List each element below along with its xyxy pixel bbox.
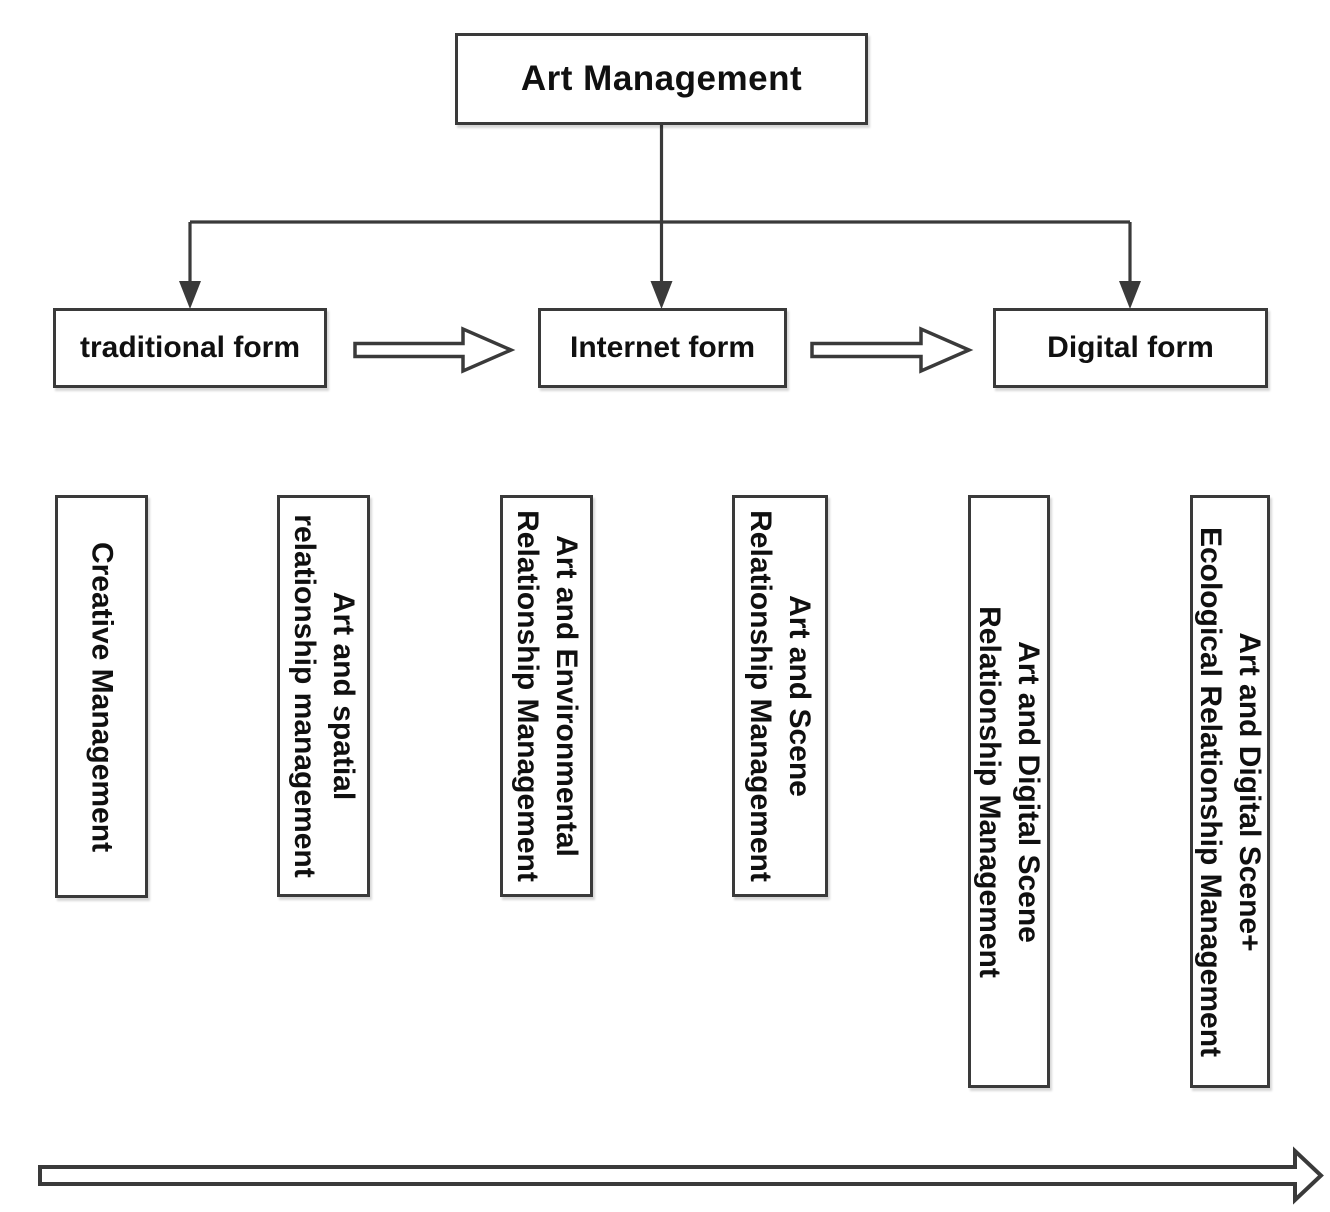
branch-line: Art and spatial xyxy=(326,591,360,801)
down-arrow-left xyxy=(179,222,201,309)
stage-box-internet-form: Internet form xyxy=(538,308,787,388)
branch-text: Art and spatial relationship management xyxy=(285,514,363,877)
branch-line: Art and Digital Scene+ xyxy=(1233,631,1266,952)
branch-box-creative-management: Creative Management xyxy=(55,495,148,898)
branch-line: Relationship Management xyxy=(744,510,777,882)
down-arrow-middle xyxy=(650,222,673,309)
branch-line: Relationship Management xyxy=(510,510,544,882)
branch-text: Art and Digital Scene+ Ecological Relati… xyxy=(1191,526,1269,1056)
branch-line: Ecological Relationship Management xyxy=(1194,526,1227,1057)
root-box-art-management: Art Management xyxy=(455,33,868,125)
branch-line: relationship management xyxy=(287,514,321,878)
branch-line: Art and Environmental xyxy=(549,535,583,857)
branch-text: Creative Management xyxy=(82,541,121,851)
branch-line: Art and Scene xyxy=(783,595,816,797)
branch-box-art-and-digital-scene-ecological: Art and Digital Scene+ Ecological Relati… xyxy=(1190,495,1270,1088)
root-label: Art Management xyxy=(520,59,803,98)
flow-arrow-internet-to-digital xyxy=(810,326,974,374)
down-arrow-right xyxy=(1119,222,1141,309)
stage-box-digital-form: Digital form xyxy=(993,308,1268,388)
branch-line: Art and Digital Scene xyxy=(1012,640,1045,943)
flow-arrow-traditional-to-internet xyxy=(353,326,516,374)
stage-label: traditional form xyxy=(79,331,300,364)
branch-text: Art and Digital Scene Relationship Manag… xyxy=(970,606,1048,978)
timeline-arrow xyxy=(38,1146,1324,1205)
stage-label: Digital form xyxy=(1047,331,1214,364)
branch-box-art-and-spatial: Art and spatial relationship management xyxy=(277,495,370,897)
branch-box-art-and-scene: Art and Scene Relationship Management xyxy=(732,495,828,897)
stage-box-traditional-form: traditional form xyxy=(53,308,327,388)
branch-line: Relationship Management xyxy=(973,605,1006,978)
branch-line: Creative Management xyxy=(85,541,118,852)
branch-text: Art and Environmental Relationship Manag… xyxy=(508,510,586,882)
branch-box-art-and-digital-scene: Art and Digital Scene Relationship Manag… xyxy=(968,495,1050,1088)
stage-label: Internet form xyxy=(569,331,755,364)
branch-text: Art and Scene Relationship Management xyxy=(741,510,819,882)
branch-box-art-and-environmental: Art and Environmental Relationship Manag… xyxy=(500,495,593,897)
